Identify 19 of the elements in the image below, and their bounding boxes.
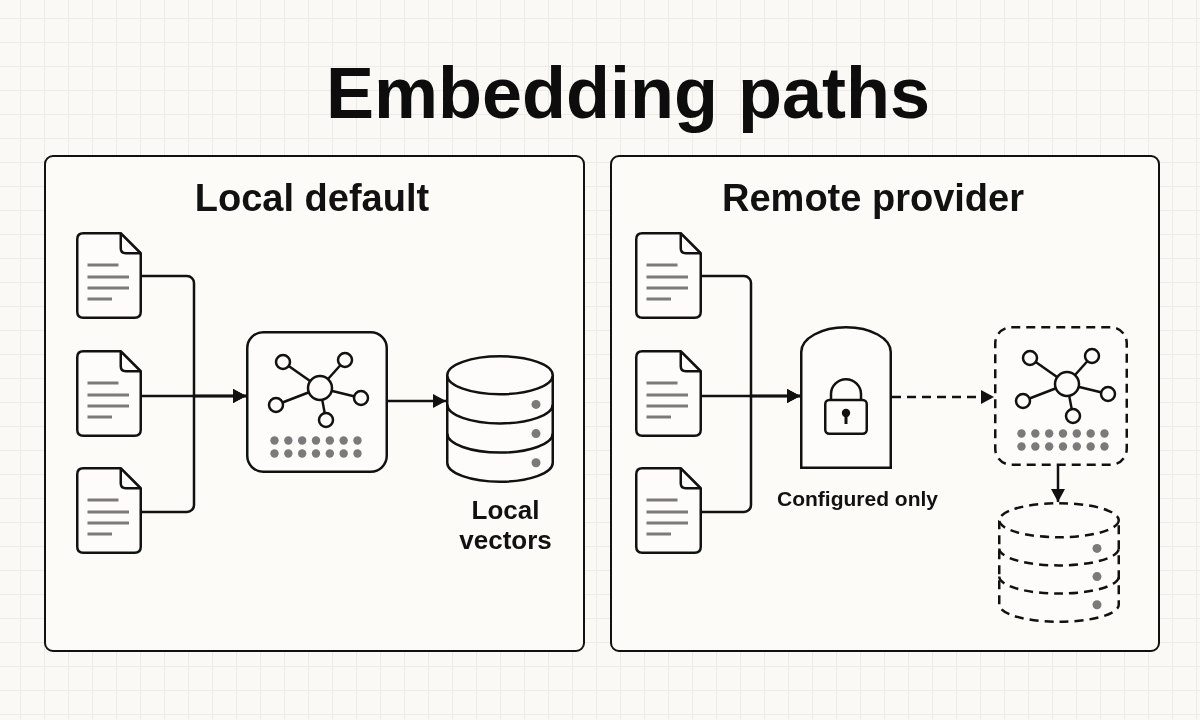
document-icon (634, 466, 702, 554)
node-label: Local vectors (458, 494, 553, 555)
arrow (892, 390, 994, 404)
panel-title: Local default (194, 178, 430, 217)
document-icon (75, 231, 142, 319)
arrow (1051, 466, 1065, 502)
panel-title: Remote provider (722, 178, 1024, 217)
arrow (388, 394, 446, 408)
process-box (245, 330, 388, 473)
panel (44, 155, 585, 652)
panel (610, 155, 1160, 652)
document-icon (634, 231, 702, 319)
document-icon (75, 349, 142, 437)
process-box (993, 325, 1128, 466)
document-icon (634, 349, 702, 437)
arrow (702, 389, 800, 514)
document-icon (75, 466, 142, 554)
arrow (142, 389, 246, 514)
node-label: Configured only (777, 486, 938, 511)
